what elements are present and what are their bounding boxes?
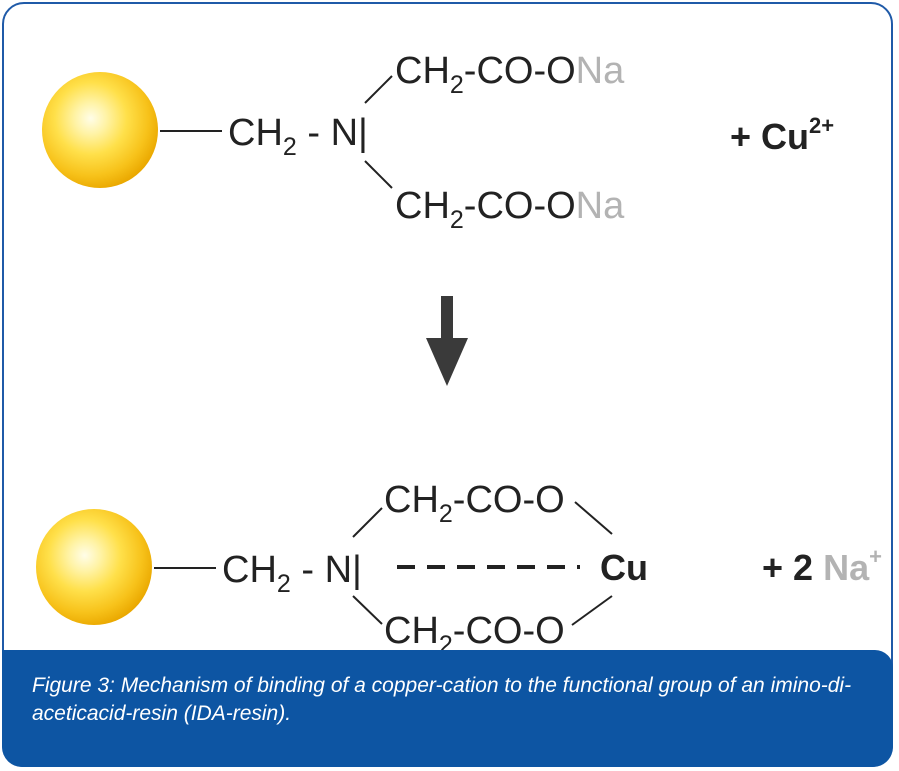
down-arrow-icon [426,296,468,386]
bottom-upper-bond [352,507,383,538]
resin-bead-top [42,72,158,188]
top-lower-branch: CH2-CO-ONa [395,185,625,234]
bottom-lower-bond [352,595,383,625]
lower-coordination-bond [571,595,613,626]
top-upper-bond [364,75,393,104]
bottom-lower-branch: CH2-CO-O [384,610,565,659]
figure-caption-box: Figure 3: Mechanism of binding of a copp… [2,650,893,767]
bottom-upper-branch: CH2-CO-O [384,479,565,528]
sodium-byproduct: + 2 Na+ [712,531,899,588]
bottom-ch2-group: CH2 - N| [222,549,362,598]
top-ch2-group: CH2 - N| [228,112,368,161]
copper-reagent: + Cu2+ [730,113,834,157]
copper-center: Cu [600,547,648,588]
top-upper-branch: CH2-CO-ONa [395,50,625,99]
top-lower-bond [364,160,393,189]
upper-coordination-bond [574,501,613,535]
figure-caption: Figure 3: Mechanism of binding of a copp… [32,674,852,725]
ida-resin-diagram: CH2 - N| CH2-CO-ONa CH2-CO-ONa + Cu2+ CH… [36,50,899,659]
resin-bead-bottom [36,509,152,625]
